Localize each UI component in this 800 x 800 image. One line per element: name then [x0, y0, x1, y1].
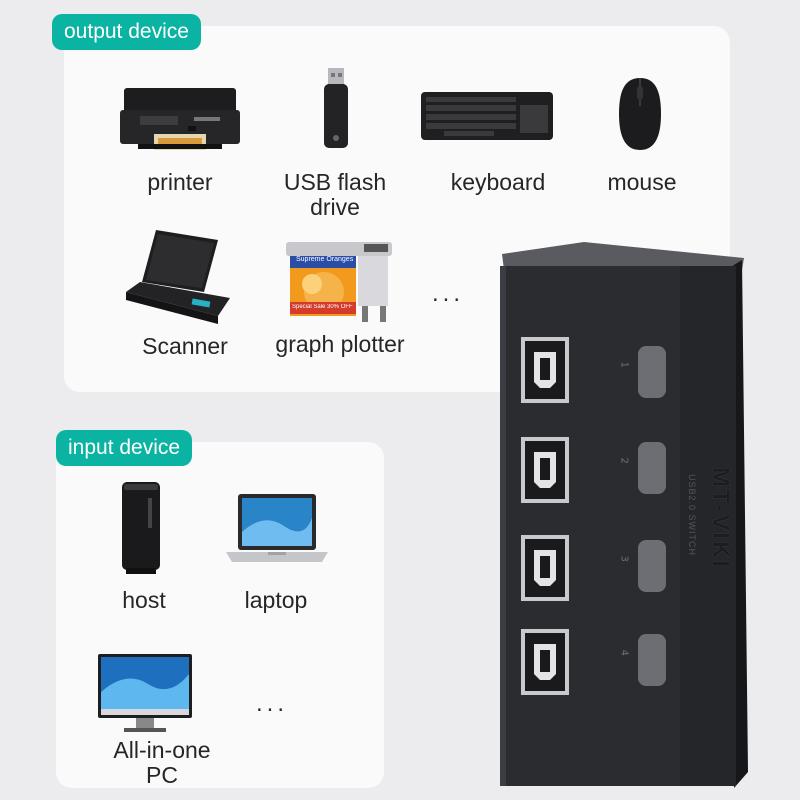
usb-flash-drive-icon: [324, 68, 348, 148]
input-more-ellipsis: ...: [256, 690, 289, 717]
scanner-icon: [126, 230, 230, 324]
host-label: host: [122, 587, 166, 613]
input-item-all-in-one-pc: All-in-one PC: [88, 648, 236, 790]
graph-plotter-label: graph plotter: [275, 331, 405, 357]
port-number-1: 1: [618, 361, 630, 368]
output-item-mouse: mouse: [580, 70, 704, 200]
port-number-3: 3: [618, 555, 630, 562]
select-button-2[interactable]: [638, 442, 666, 494]
input-device-panel: [56, 442, 384, 788]
output-item-scanner: Scanner: [110, 220, 260, 370]
input-item-host: host: [96, 478, 192, 618]
device-subtitle-text: USB2.0 SWITCH: [687, 473, 697, 556]
output-device-tag: output device: [52, 14, 201, 50]
host-tower-icon: [122, 482, 160, 574]
brand-logo-text: MT-VIKI: [707, 467, 734, 569]
input-item-laptop: laptop: [214, 478, 338, 618]
scanner-label: Scanner: [142, 333, 228, 359]
usb-b-port-2[interactable]: [520, 436, 570, 504]
usb-b-port-1[interactable]: [520, 336, 570, 404]
usb-b-port-3[interactable]: [520, 534, 570, 602]
select-button-3[interactable]: [638, 540, 666, 592]
usb-b-port-4[interactable]: [520, 628, 570, 696]
mouse-icon: [619, 78, 661, 150]
output-more-ellipsis: ...: [432, 280, 465, 307]
laptop-label: laptop: [244, 587, 308, 613]
input-device-tag: input device: [56, 430, 193, 466]
port-number-4: 4: [618, 649, 630, 656]
laptop-icon: [226, 494, 328, 562]
output-item-graph-plotter: Supreme Oranges Special Sale 30% OFF gra…: [260, 228, 420, 368]
select-button-4[interactable]: [638, 634, 666, 686]
printer-label: printer: [147, 169, 213, 195]
output-item-keyboard: keyboard: [418, 70, 578, 200]
plotter-poster-line2: Special Sale 30% OFF: [292, 304, 353, 310]
all-in-one-pc-icon: [98, 654, 192, 732]
mouse-label: mouse: [607, 169, 677, 195]
keyboard-label: keyboard: [450, 169, 546, 195]
usb-switch-device: [500, 242, 748, 788]
select-button-1[interactable]: [638, 346, 666, 398]
device-top-face: [502, 242, 744, 270]
output-item-usb-flash-drive: USB flash drive: [270, 66, 400, 226]
printer-icon: [120, 88, 240, 150]
plotter-icon: [286, 242, 392, 322]
all-in-one-pc-label: All-in-one PC: [113, 737, 211, 788]
port-number-2: 2: [618, 457, 630, 464]
usb-flash-drive-label: USB flash drive: [283, 169, 387, 220]
plotter-poster-line1: Supreme Oranges: [296, 256, 354, 263]
keyboard-icon: [421, 92, 553, 140]
output-item-printer: printer: [100, 70, 260, 200]
